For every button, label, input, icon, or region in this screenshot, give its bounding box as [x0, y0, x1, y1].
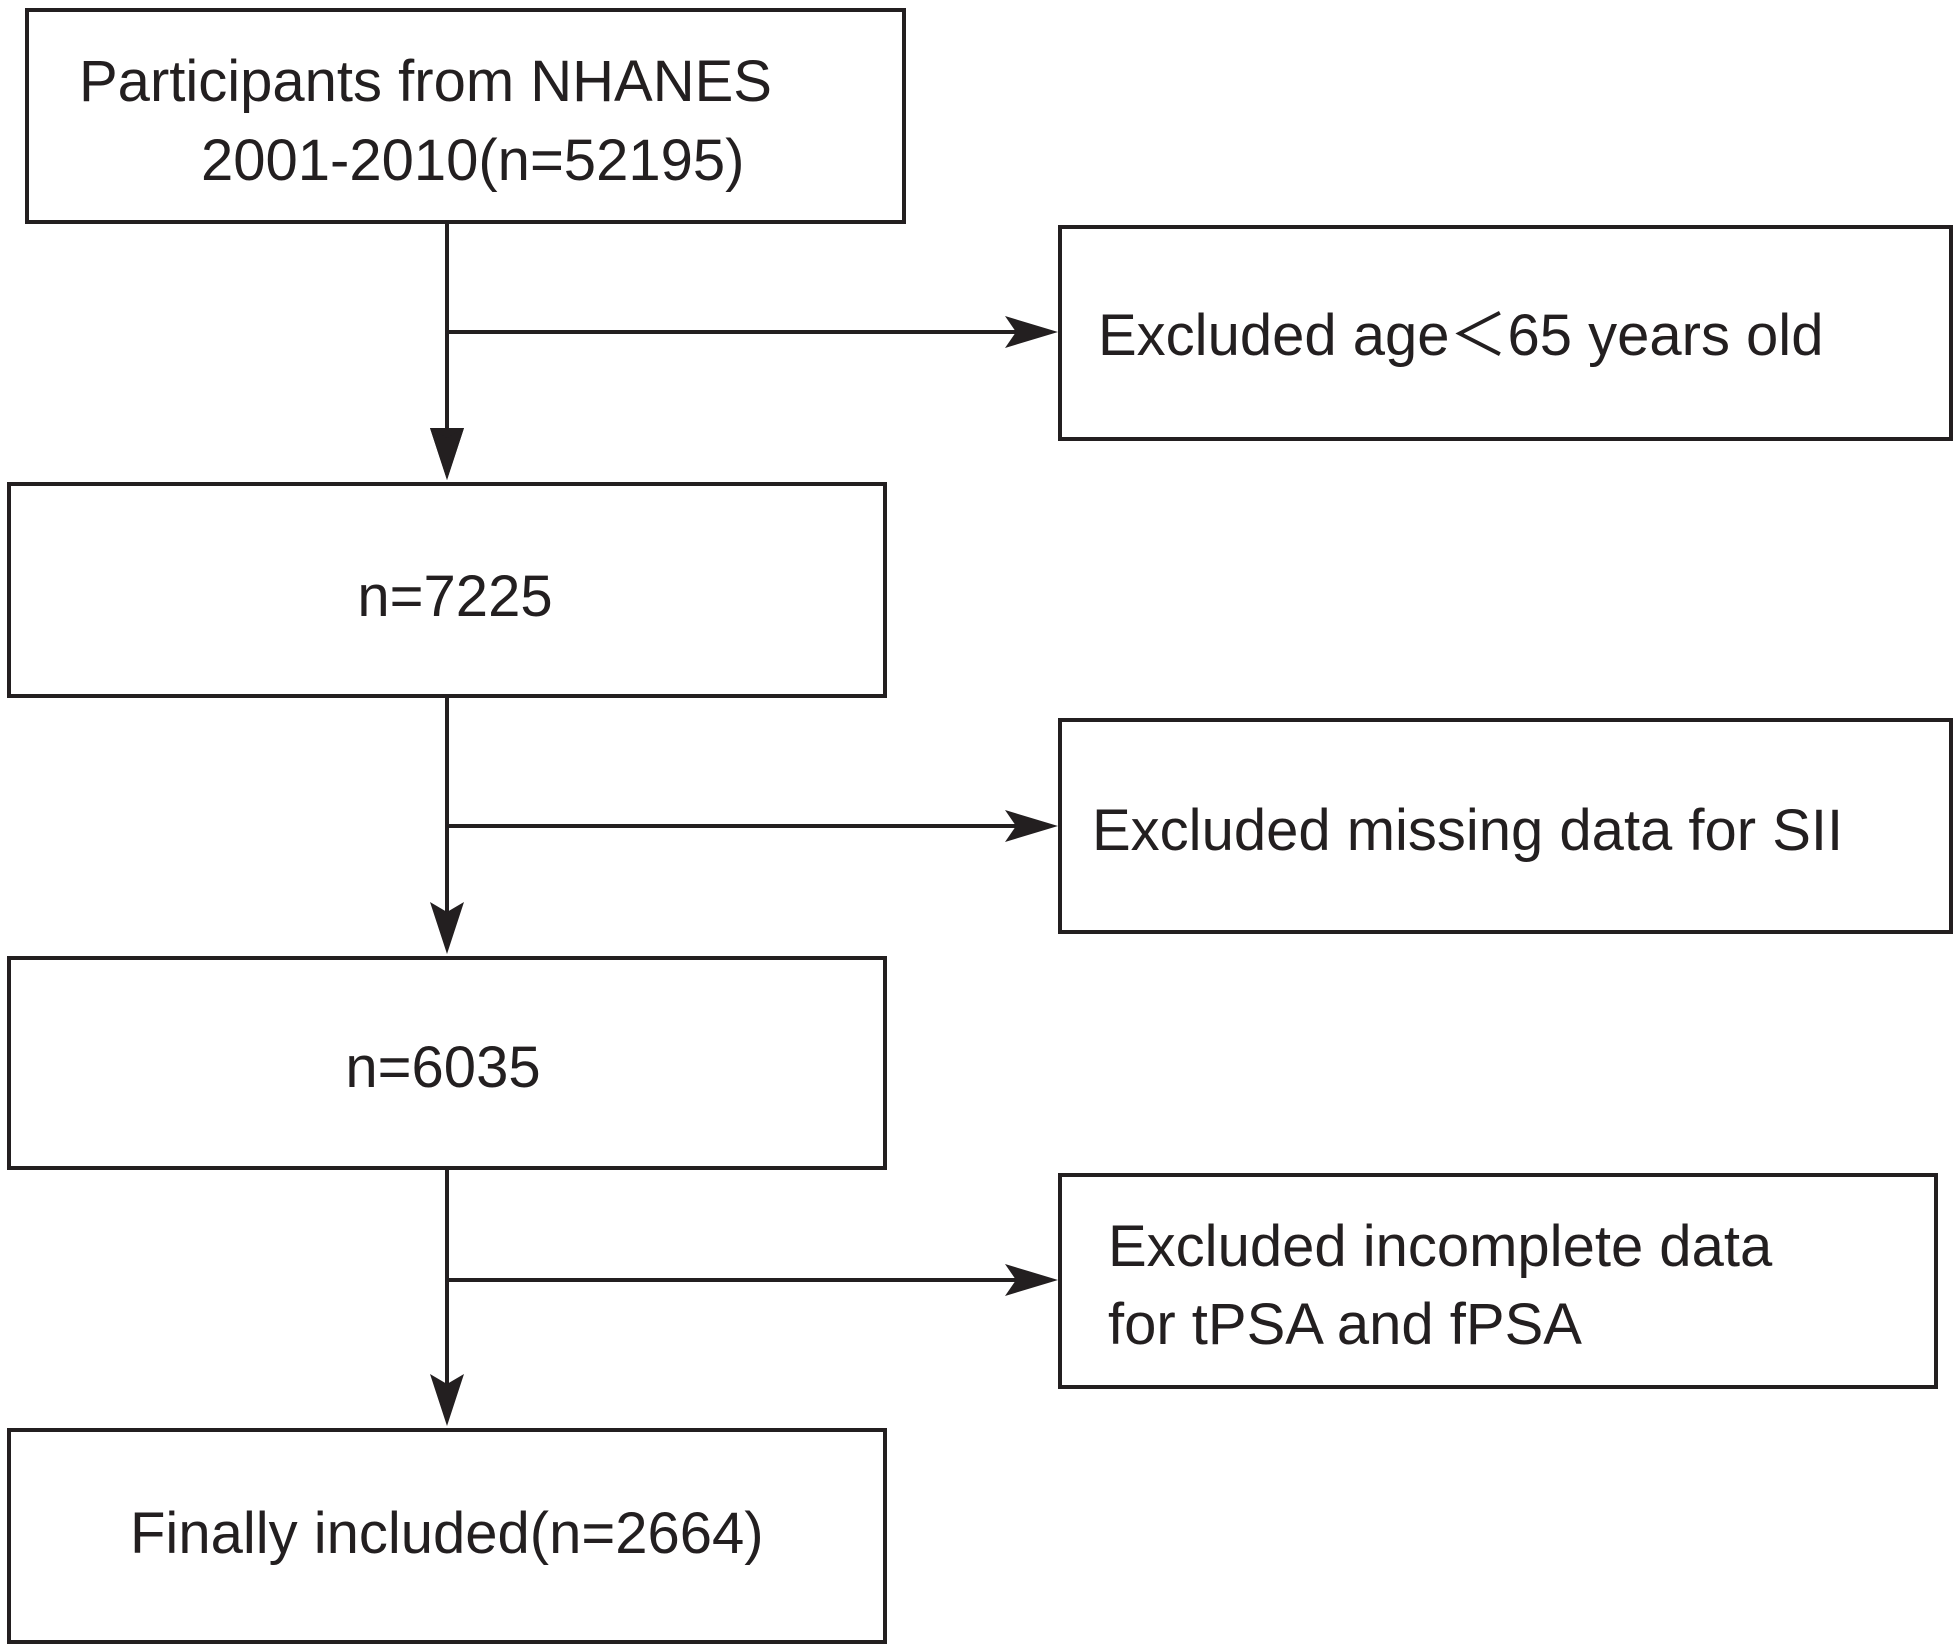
arrowhead-right-exclusion2 [1005, 810, 1058, 842]
exclusion2-box [1058, 718, 1953, 934]
exclusion1-box-label: Excluded age＜65 years old [1098, 303, 1823, 368]
final-box [7, 1428, 887, 1644]
step2-box-label: n=6035 [345, 1035, 540, 1100]
step1-box [7, 482, 887, 698]
arrowhead-down-final [430, 1374, 464, 1426]
final-box-label: Finally included(n=2664) [130, 1501, 764, 1566]
arrowhead-down-step2 [430, 902, 464, 954]
step1-box-label: n=7225 [357, 564, 552, 629]
exclusion3-box-line2: for tPSA and fPSA [1108, 1292, 1582, 1357]
arrowhead-right-exclusion3 [1005, 1264, 1058, 1296]
exclusion2-box-label: Excluded missing data for SII [1092, 798, 1843, 863]
start-box-line1: Participants from NHANES [79, 49, 772, 114]
exclusion3-box-line1: Excluded incomplete data [1108, 1214, 1773, 1279]
step2-box [7, 956, 887, 1170]
start-box [25, 8, 906, 224]
exclusion1-box [1058, 225, 1953, 441]
arrowhead-right-exclusion1 [1005, 316, 1058, 348]
start-box-line2: 2001-2010(n=52195) [201, 128, 744, 193]
exclusion3-box [1058, 1173, 1938, 1389]
